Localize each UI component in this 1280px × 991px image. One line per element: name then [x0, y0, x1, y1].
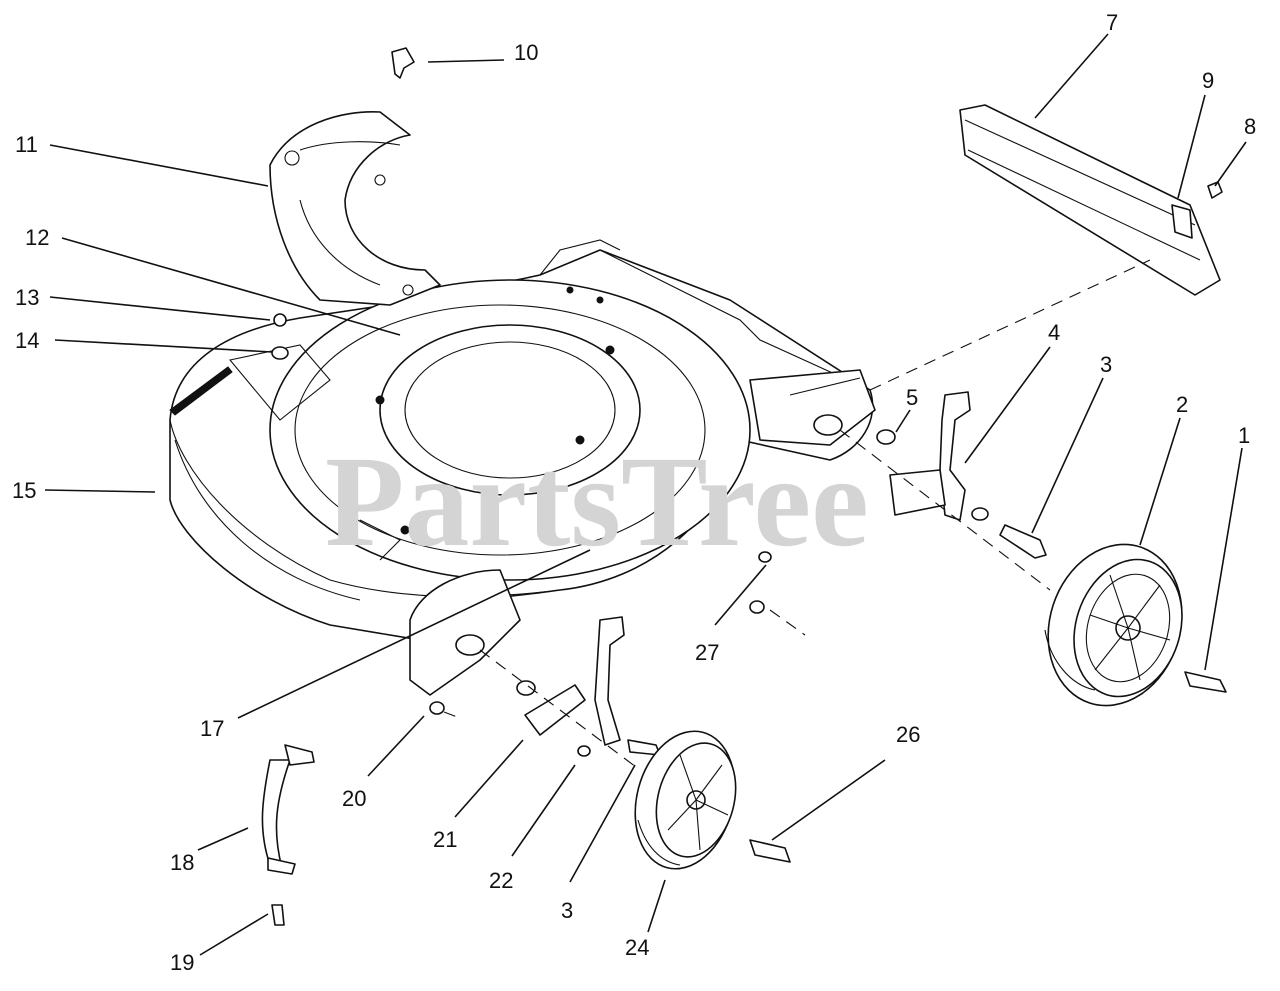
- rear-wheel: [1044, 543, 1183, 707]
- callout-17: 17: [200, 716, 224, 741]
- callout-8: 8: [1244, 114, 1256, 139]
- callout-13: 13: [15, 285, 39, 310]
- callout-labels: 10 7 9 8 11 12 13 14 15 4 3 2 1 5 27 17 …: [12, 10, 1256, 975]
- callout-14: 14: [15, 328, 39, 353]
- callout-19: 19: [170, 950, 194, 975]
- callout-22: 22: [489, 868, 513, 893]
- rear-flap: [959, 104, 1221, 296]
- callout-12: 12: [25, 225, 49, 250]
- callout-26: 26: [896, 722, 920, 747]
- front-wheel: [634, 730, 737, 870]
- strap: [261, 744, 315, 875]
- leader-lines: [44, 33, 1247, 956]
- callout-15: 15: [12, 478, 36, 503]
- callout-24: 24: [625, 935, 649, 960]
- callout-4: 4: [1048, 320, 1060, 345]
- callout-18: 18: [170, 850, 194, 875]
- height-adjusters: [524, 391, 971, 746]
- callout-21: 21: [433, 827, 457, 852]
- callout-20: 20: [342, 786, 366, 811]
- callout-1: 1: [1238, 423, 1250, 448]
- callout-3-upper: 3: [1100, 352, 1112, 377]
- callout-2: 2: [1176, 392, 1188, 417]
- watermark: PartsTree: [325, 430, 869, 574]
- callout-5: 5: [906, 385, 918, 410]
- callout-9: 9: [1202, 68, 1214, 93]
- callout-7: 7: [1106, 10, 1118, 35]
- mower-deck: [169, 239, 876, 696]
- guide-lines: [443, 259, 1151, 771]
- callout-10: 10: [514, 40, 538, 65]
- callout-27: 27: [695, 640, 719, 665]
- hardware: [271, 47, 1227, 926]
- callout-11: 11: [15, 132, 38, 157]
- callout-3-lower: 3: [561, 898, 573, 923]
- discharge-cover: [269, 111, 441, 306]
